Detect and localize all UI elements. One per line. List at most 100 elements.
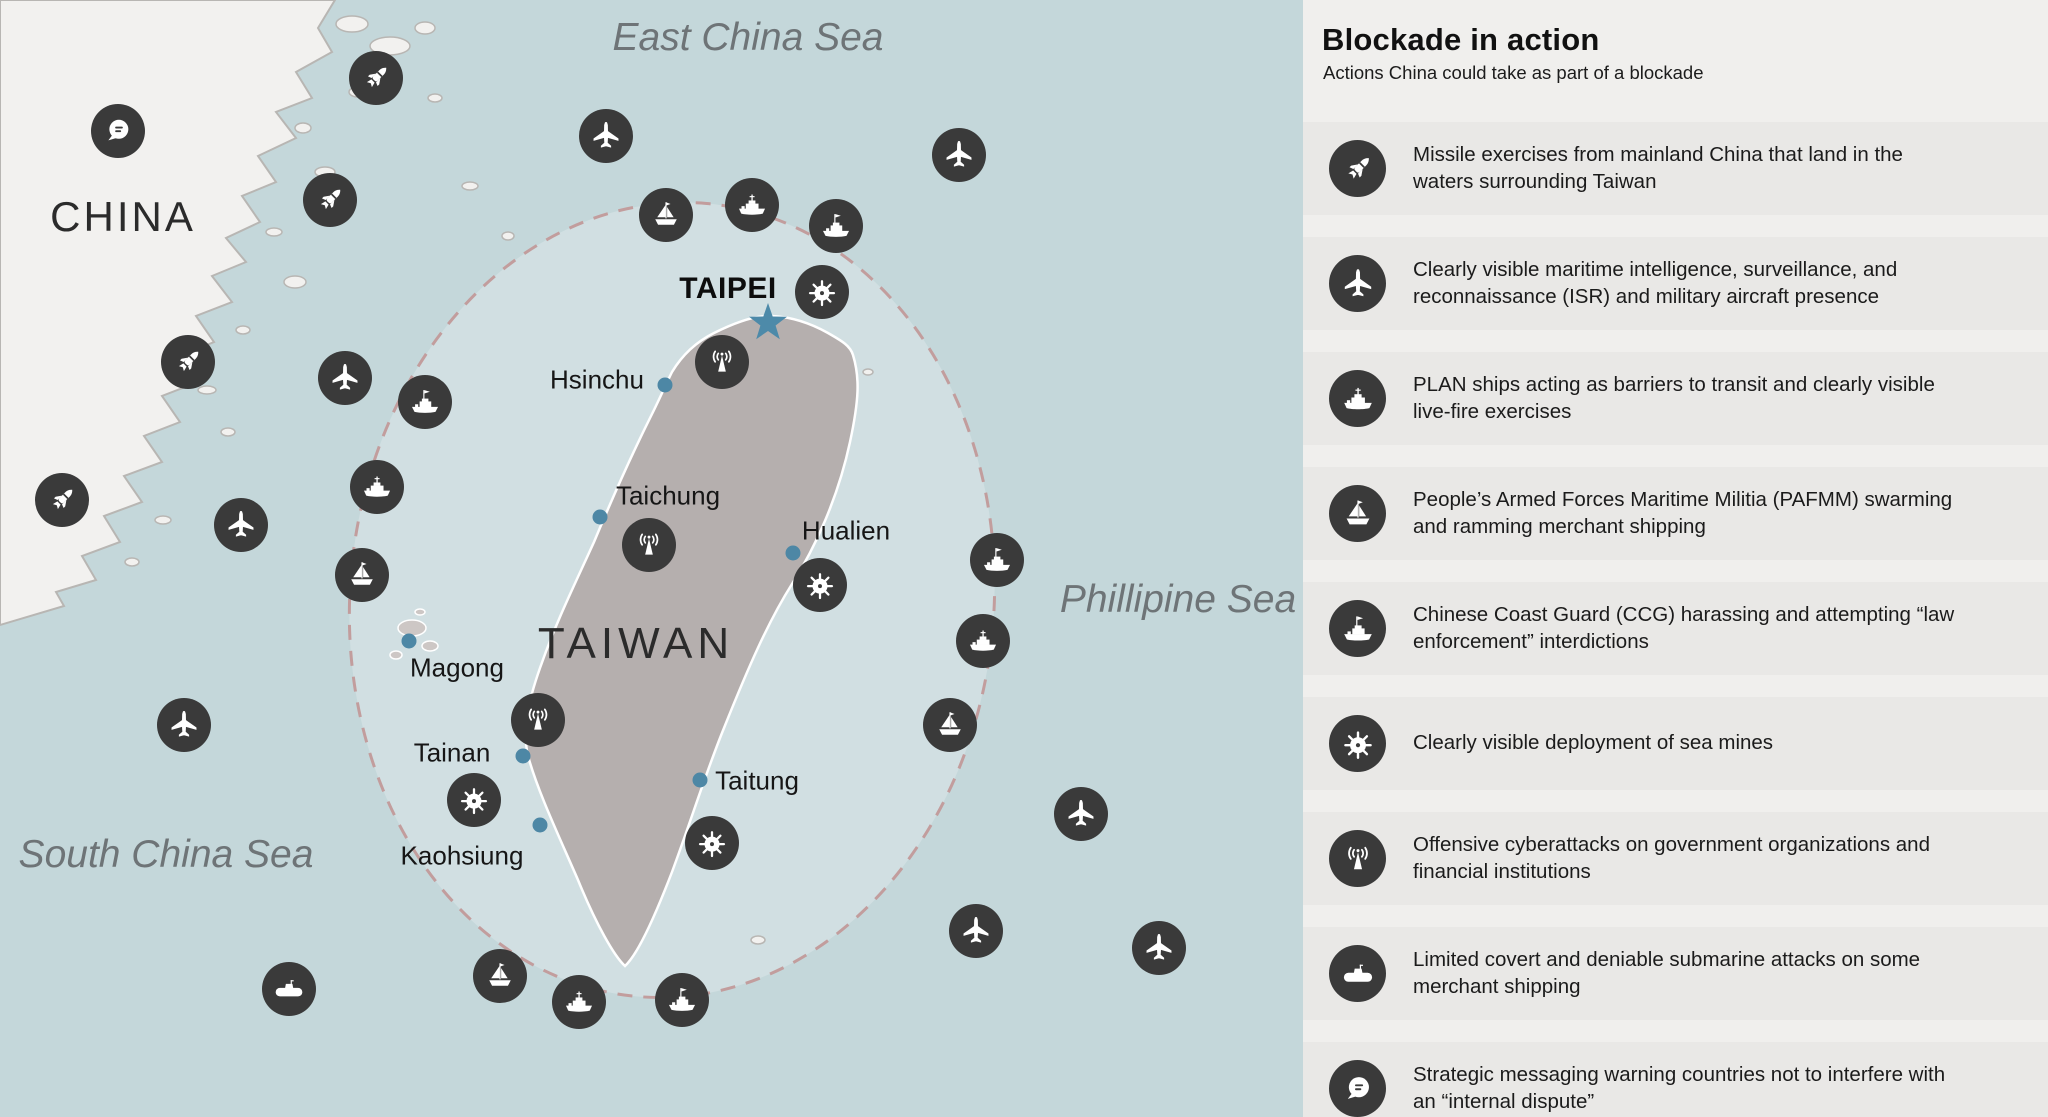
radio-tower-icon bbox=[705, 345, 739, 379]
warship-icon bbox=[1340, 381, 1376, 417]
fighter-jet-icon bbox=[942, 138, 976, 172]
city-dot-magong bbox=[401, 633, 417, 649]
map-icon-fighter-jet-icon bbox=[214, 498, 268, 552]
map-icon-fighter-jet-icon bbox=[949, 904, 1003, 958]
map-icon-fighter-jet-icon bbox=[1132, 921, 1186, 975]
map-icon-fighter-jet-icon bbox=[157, 698, 211, 752]
missile-icon bbox=[313, 183, 347, 217]
china-landmass bbox=[0, 0, 337, 627]
sea-mine-icon bbox=[1340, 726, 1376, 762]
speech-bubble-icon bbox=[101, 114, 135, 148]
legend-item: Clearly visible maritime intelligence, s… bbox=[1303, 237, 2048, 330]
map-icon-fighter-jet-icon bbox=[932, 128, 986, 182]
sea-label-phillipine-sea: Phillipine Sea bbox=[1059, 578, 1297, 621]
legend-missile-icon bbox=[1329, 140, 1386, 197]
map-icon-radio-tower-icon bbox=[695, 335, 749, 389]
warship-icon bbox=[966, 624, 1000, 658]
map-icon-warship-icon bbox=[350, 460, 404, 514]
warship-icon bbox=[562, 985, 596, 1019]
map-icon-militia-sailboat-icon bbox=[639, 188, 693, 242]
legend-militia-sailboat-icon bbox=[1329, 485, 1386, 542]
warship-icon bbox=[360, 470, 394, 504]
legend-submarine-icon bbox=[1329, 945, 1386, 1002]
militia-sailboat-icon bbox=[345, 558, 379, 592]
legend-item-text: Missile exercises from mainland China th… bbox=[1413, 142, 1903, 193]
map-icon-coast-guard-ship-icon bbox=[970, 533, 1024, 587]
coast-guard-ship-icon bbox=[1340, 611, 1376, 647]
city-label-kaohsiung: Kaohsiung bbox=[400, 840, 524, 871]
city-dot-tainan bbox=[515, 748, 531, 764]
map-icon-coast-guard-ship-icon bbox=[398, 375, 452, 429]
map-icon-missile-icon bbox=[303, 173, 357, 227]
coast-guard-ship-icon bbox=[665, 983, 699, 1017]
city-label-hsinchu: Hsinchu bbox=[550, 364, 644, 395]
map-icon-fighter-jet-icon bbox=[1054, 787, 1108, 841]
map-icon-sea-mine-icon bbox=[447, 773, 501, 827]
submarine-icon bbox=[272, 972, 306, 1006]
missile-icon bbox=[171, 345, 205, 379]
sea-mine-icon bbox=[803, 568, 837, 602]
penghu-islands bbox=[389, 608, 439, 660]
militia-sailboat-icon bbox=[649, 198, 683, 232]
legend-item: Clearly visible deployment of sea mines bbox=[1303, 697, 2048, 790]
radio-tower-icon bbox=[632, 528, 666, 562]
militia-sailboat-icon bbox=[483, 959, 517, 993]
legend-item-text: Offensive cyberattacks on government org… bbox=[1413, 832, 1930, 883]
legend-item-text: Clearly visible deployment of sea mines bbox=[1413, 731, 1774, 755]
fighter-jet-icon bbox=[167, 708, 201, 742]
map-icon-sea-mine-icon bbox=[685, 816, 739, 870]
map-icon-coast-guard-ship-icon bbox=[655, 973, 709, 1027]
map-icon-warship-icon bbox=[552, 975, 606, 1029]
map-icon-fighter-jet-icon bbox=[318, 351, 372, 405]
legend-item: Missile exercises from mainland China th… bbox=[1303, 122, 2048, 215]
legend-item: Chinese Coast Guard (CCG) harassing and … bbox=[1303, 582, 2048, 675]
map-icon-speech-bubble-icon bbox=[91, 104, 145, 158]
legend-item: Limited covert and deniable submarine at… bbox=[1303, 927, 2048, 1020]
city-dot-hualien bbox=[785, 545, 801, 561]
map-icon-warship-icon bbox=[725, 178, 779, 232]
city-label-tainan: Tainan bbox=[413, 737, 491, 768]
fighter-jet-icon bbox=[224, 508, 258, 542]
fighter-jet-icon bbox=[1142, 931, 1176, 965]
map-icon-militia-sailboat-icon bbox=[473, 949, 527, 1003]
page-subtitle: Actions China could take as part of a bl… bbox=[1323, 62, 1704, 83]
legend-header: Blockade in action Actions China could t… bbox=[1303, 0, 2048, 84]
map-icon-submarine-icon bbox=[262, 962, 316, 1016]
city-dot-taitung bbox=[692, 772, 708, 788]
legend-item-text: Limited covert and deniable submarine at… bbox=[1413, 947, 1921, 998]
region-label-taiwan: TAIWAN bbox=[537, 619, 735, 668]
sea-label-south-china-sea: South China Sea bbox=[18, 833, 314, 876]
speech-bubble-icon bbox=[1340, 1071, 1376, 1107]
radio-tower-icon bbox=[1340, 841, 1376, 877]
map-icon-warship-icon bbox=[956, 614, 1010, 668]
page-title: Blockade in action bbox=[1322, 22, 1600, 57]
map-icon-coast-guard-ship-icon bbox=[809, 199, 863, 253]
radio-tower-icon bbox=[521, 703, 555, 737]
militia-sailboat-icon bbox=[933, 708, 967, 742]
legend-coast-guard-ship-icon bbox=[1329, 600, 1386, 657]
legend-item: PLAN ships acting as barriers to transit… bbox=[1303, 352, 2048, 445]
map-icon-missile-icon bbox=[161, 335, 215, 389]
legend-warship-icon bbox=[1329, 370, 1386, 427]
militia-sailboat-icon bbox=[1340, 496, 1376, 532]
legend-speech-bubble-icon bbox=[1329, 1060, 1386, 1117]
city-label-magong: Magong bbox=[410, 652, 504, 683]
map-icon-missile-icon bbox=[35, 473, 89, 527]
sea-mine-icon bbox=[805, 275, 839, 309]
missile-icon bbox=[45, 483, 79, 517]
legend-item-text: Clearly visible maritime intelligence, s… bbox=[1413, 257, 1898, 308]
legend-list: Missile exercises from mainland China th… bbox=[1303, 122, 2048, 1117]
map-icon-fighter-jet-icon bbox=[579, 109, 633, 163]
legend-item-text: People’s Armed Forces Maritime Militia (… bbox=[1413, 487, 1953, 538]
legend-item: Strategic messaging warning countries no… bbox=[1303, 1042, 2048, 1117]
legend-radio-tower-icon bbox=[1329, 830, 1386, 887]
coast-guard-ship-icon bbox=[819, 209, 853, 243]
sea-label-east-china-sea: East China Sea bbox=[612, 16, 884, 59]
missile-icon bbox=[1340, 151, 1376, 187]
taipei-star bbox=[749, 303, 787, 340]
legend-sea-mine-icon bbox=[1329, 715, 1386, 772]
map-icon-sea-mine-icon bbox=[793, 558, 847, 612]
submarine-icon bbox=[1340, 956, 1376, 992]
